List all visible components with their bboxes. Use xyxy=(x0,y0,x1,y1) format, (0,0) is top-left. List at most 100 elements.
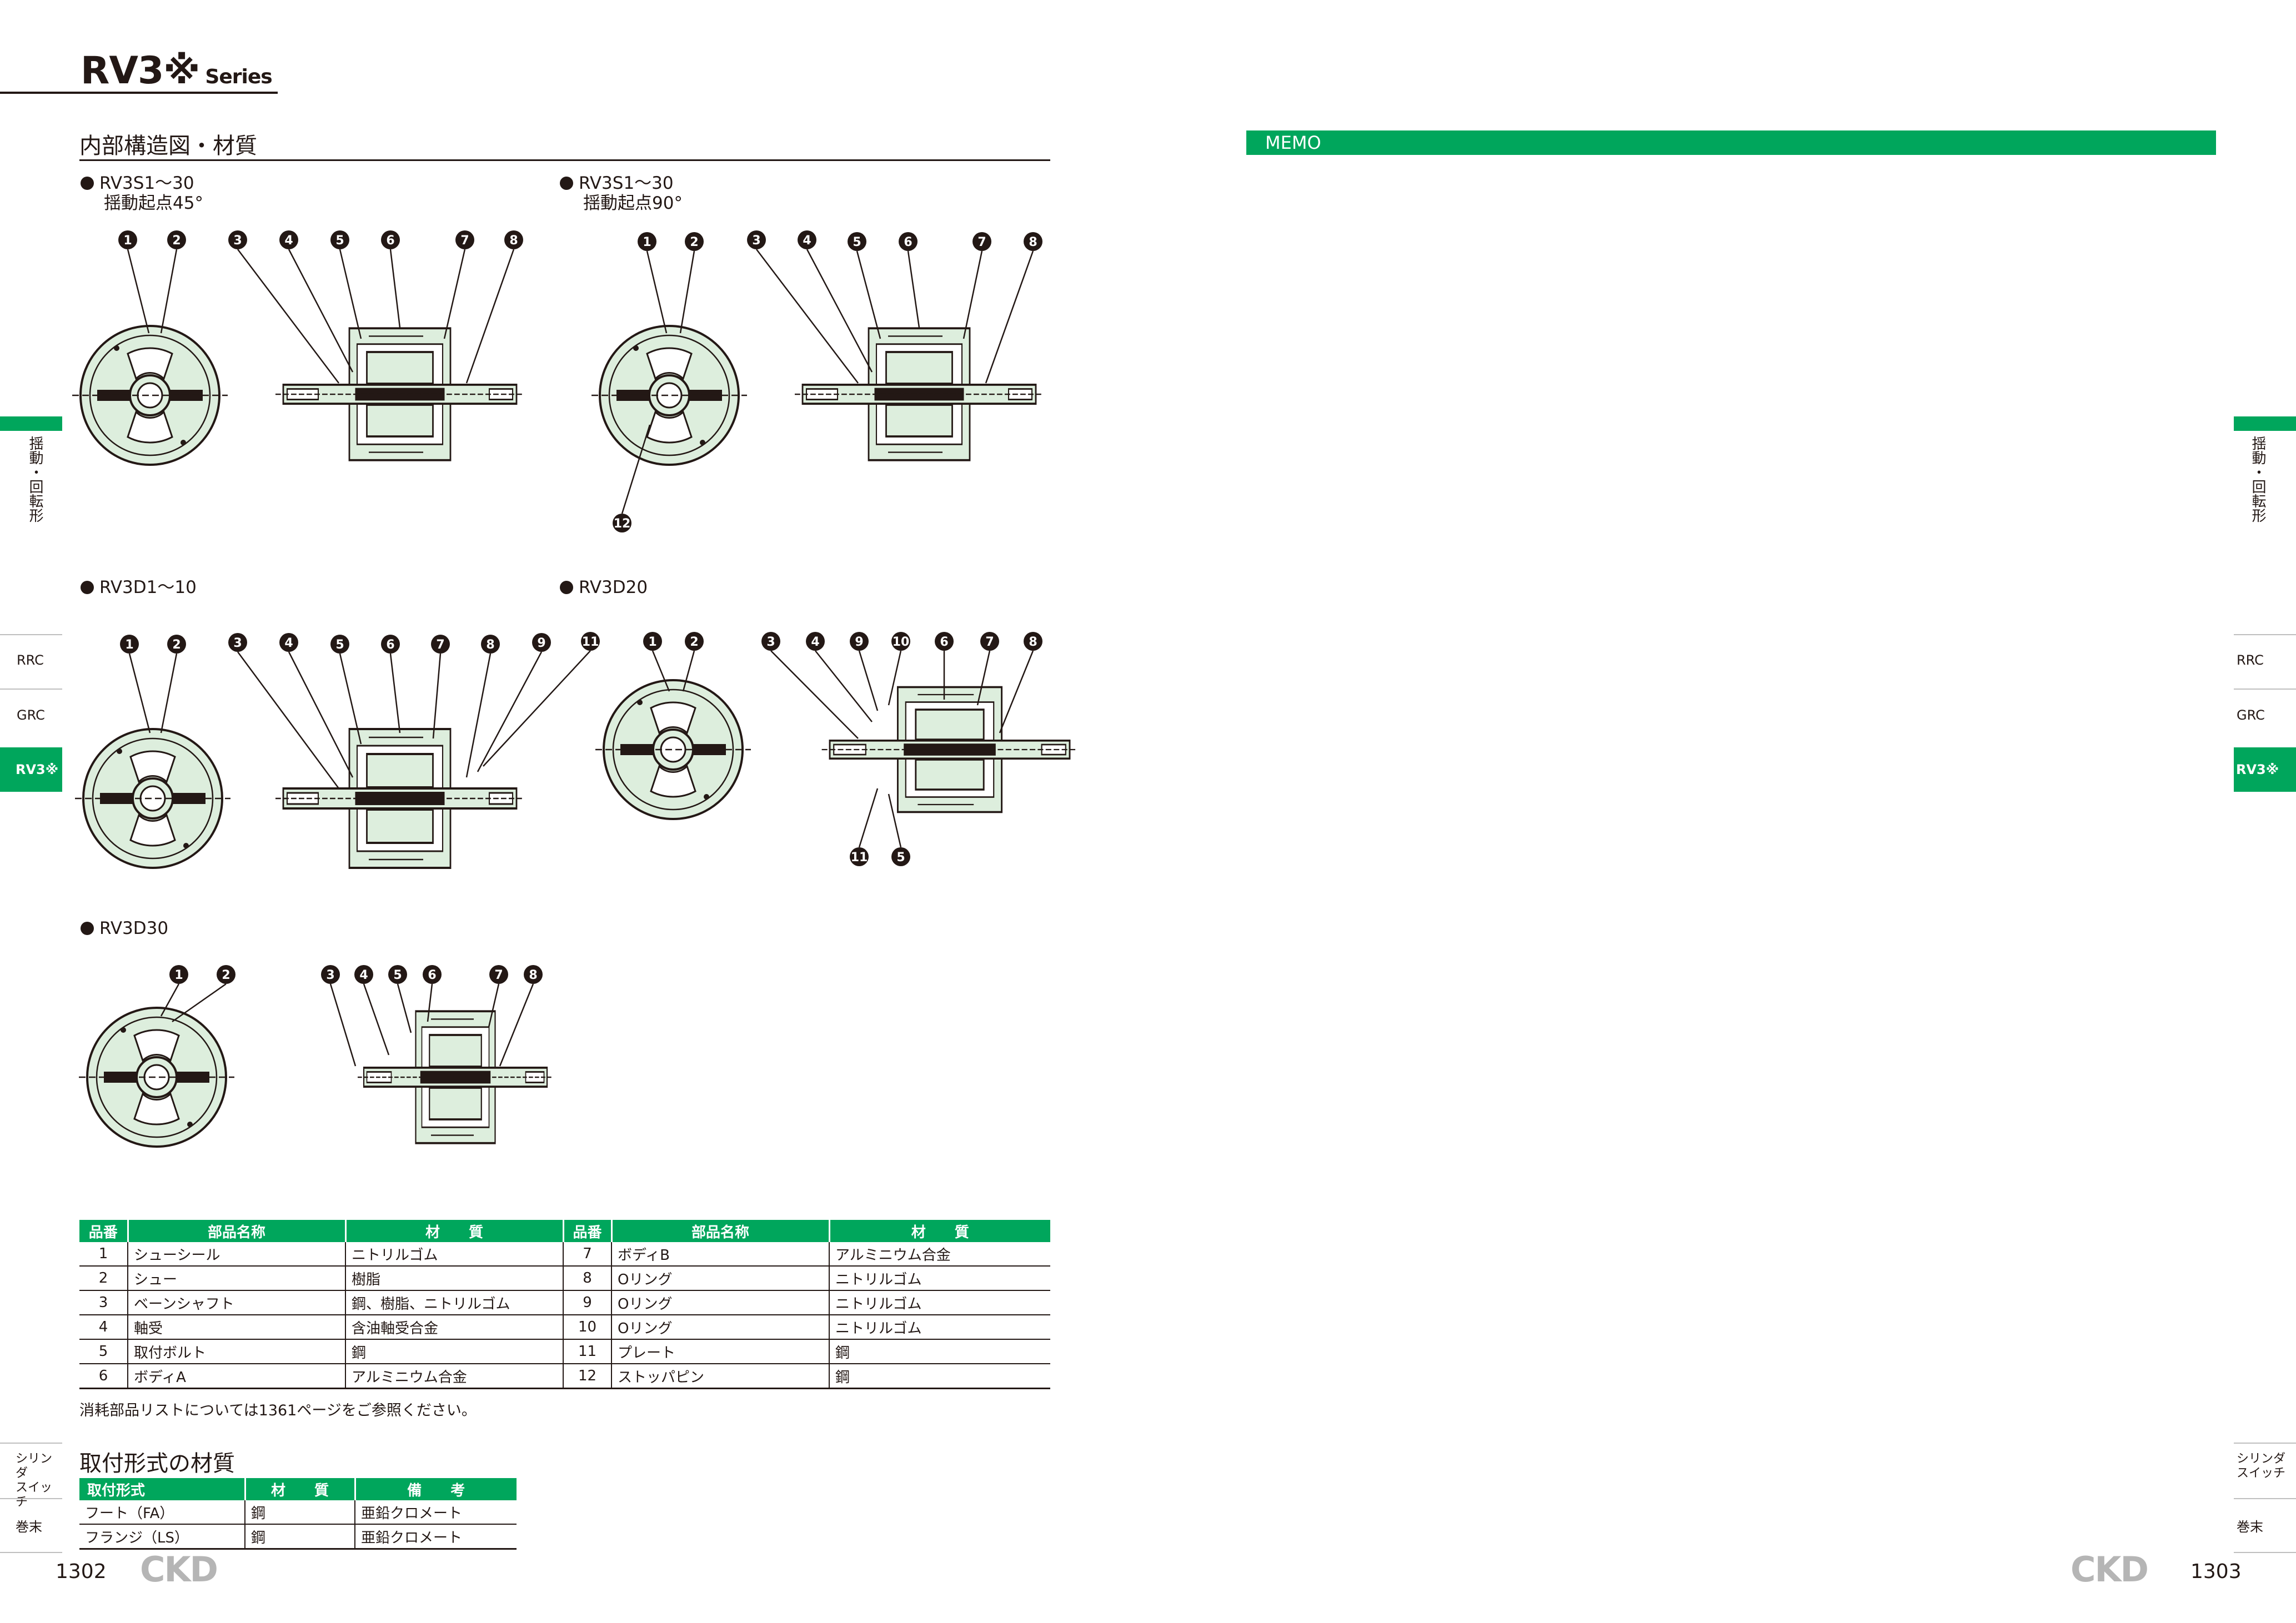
section-title-structure: 内部構造図・材質 xyxy=(79,133,257,159)
sidebar-item-cylinder-switch-right[interactable]: シリンダ スイッチ xyxy=(2237,1452,2286,1480)
page-number-left: 1302 xyxy=(56,1560,107,1583)
col-header-remarks: 備 考 xyxy=(355,1478,517,1500)
sidebar-item-rrc-right[interactable]: RRC xyxy=(2237,652,2264,668)
col-header-material: 材 質 xyxy=(829,1220,1050,1242)
svg-text:4: 4 xyxy=(284,234,293,248)
svg-text:1: 1 xyxy=(125,638,133,652)
svg-text:2: 2 xyxy=(172,638,181,652)
diagram-rv3d30: 1 2 3 4 5 6 7 8 xyxy=(78,965,554,1148)
divider xyxy=(0,689,62,690)
sidebar-category-label-right: 揺動・回転形 xyxy=(2249,436,2266,522)
diagram-label-rv3d20: RV3D20 xyxy=(560,577,648,597)
col-header-num: 品番 xyxy=(563,1220,613,1242)
svg-text:4: 4 xyxy=(359,968,368,982)
divider xyxy=(0,1552,62,1553)
col-header-name: 部品名称 xyxy=(128,1220,347,1242)
svg-text:3: 3 xyxy=(233,234,242,248)
parts-note: 消耗部品リストについては1361ページをご参照ください。 xyxy=(79,1402,477,1419)
svg-text:7: 7 xyxy=(494,968,503,982)
svg-text:1: 1 xyxy=(174,968,183,982)
title-underline xyxy=(0,92,278,94)
diagram-rv3s-45: 1 2 3 4 5 6 7 8 xyxy=(71,230,525,466)
svg-text:5: 5 xyxy=(853,235,861,249)
svg-text:3: 3 xyxy=(766,635,775,649)
bullet-icon xyxy=(81,581,94,594)
svg-text:2: 2 xyxy=(222,968,230,982)
sidebar-item-cylinder-switch[interactable]: シリンダ スイッチ xyxy=(16,1452,53,1509)
sidebar-item-appendix-right[interactable]: 巻末 xyxy=(2237,1519,2263,1535)
svg-text:6: 6 xyxy=(940,635,948,649)
divider xyxy=(2234,1552,2296,1553)
table-row: フランジ（LS）鋼亜鉛クロメート xyxy=(79,1524,517,1550)
col-header-material: 材 質 xyxy=(345,1220,564,1242)
diagram-label-rv3s-45: RV3S1～30 揺動起点45° xyxy=(81,173,203,213)
svg-text:6: 6 xyxy=(904,235,912,249)
bullet-icon xyxy=(560,581,573,594)
svg-text:7: 7 xyxy=(460,234,469,248)
svg-text:7: 7 xyxy=(436,638,444,652)
sidebar-item-rrc[interactable]: RRC xyxy=(17,652,44,668)
svg-text:8: 8 xyxy=(1029,635,1037,649)
diagram-rv3s-90: 1 2 3 4 5 6 7 8 12 xyxy=(590,230,1045,532)
svg-text:8: 8 xyxy=(486,638,494,652)
svg-text:11: 11 xyxy=(851,851,868,865)
series-main: RV3※ xyxy=(81,49,200,93)
svg-text:11: 11 xyxy=(582,635,599,649)
svg-text:5: 5 xyxy=(393,968,402,982)
svg-text:8: 8 xyxy=(529,968,537,982)
memo-bar: MEMO xyxy=(1246,130,2216,155)
diagram-rv3d1-10: 1 2 3 4 5 6 7 8 9 11 xyxy=(74,632,600,869)
col-header-name: 部品名称 xyxy=(611,1220,830,1242)
divider xyxy=(2234,1498,2296,1499)
series-sub: Series xyxy=(205,66,272,88)
diagram-label-rv3d30: RV3D30 xyxy=(81,918,168,938)
divider xyxy=(2234,1443,2296,1444)
divider xyxy=(0,1498,62,1499)
page-number-right: 1303 xyxy=(2190,1560,2242,1583)
svg-text:1: 1 xyxy=(123,234,132,248)
svg-text:5: 5 xyxy=(335,638,344,652)
sidebar-category-label: 揺動・回転形 xyxy=(27,436,43,522)
svg-text:4: 4 xyxy=(284,636,293,650)
brand-logo: CKD xyxy=(140,1549,218,1590)
svg-text:6: 6 xyxy=(386,638,394,652)
svg-text:3: 3 xyxy=(326,968,334,982)
svg-text:7: 7 xyxy=(977,235,986,249)
bullet-icon xyxy=(81,177,94,190)
divider xyxy=(2234,689,2296,690)
sidebar-category-bar xyxy=(0,416,62,431)
svg-text:12: 12 xyxy=(614,517,631,531)
table-row: フート（FA）鋼亜鉛クロメート xyxy=(79,1500,517,1525)
sidebar-item-rv3-right[interactable]: RV3※ xyxy=(2234,747,2296,792)
sidebar-item-appendix[interactable]: 巻末 xyxy=(16,1519,42,1535)
svg-text:2: 2 xyxy=(690,235,698,249)
svg-text:6: 6 xyxy=(386,234,394,248)
structure-diagrams: 1 2 3 4 5 6 7 8 1 2 3 4 5 6 7 8 12 1 2 3… xyxy=(71,230,1079,1148)
diagram-label-rv3d1-10: RV3D1～10 xyxy=(81,577,197,597)
svg-text:8: 8 xyxy=(1029,235,1037,249)
divider xyxy=(2234,634,2296,635)
diagram-rv3d20: 1 2 3 4 9 10 6 7 8 11 5 xyxy=(594,632,1079,866)
svg-text:1: 1 xyxy=(648,635,656,649)
svg-text:9: 9 xyxy=(537,636,545,650)
section-title-mount: 取付形式の材質 xyxy=(79,1451,235,1476)
sidebar-item-grc[interactable]: GRC xyxy=(17,707,45,723)
svg-text:4: 4 xyxy=(811,635,819,649)
svg-text:9: 9 xyxy=(855,635,863,649)
svg-text:3: 3 xyxy=(233,636,242,650)
svg-text:8: 8 xyxy=(509,234,518,248)
svg-text:2: 2 xyxy=(690,635,698,649)
divider xyxy=(0,634,62,635)
col-header-mount: 取付形式 xyxy=(79,1478,246,1500)
sidebar-item-rv3[interactable]: RV3※ xyxy=(0,747,62,792)
svg-text:7: 7 xyxy=(985,635,994,649)
svg-text:5: 5 xyxy=(335,234,344,248)
sidebar-item-grc-right[interactable]: GRC xyxy=(2237,707,2265,723)
mount-table: 取付形式 材 質 備 考 フート（FA）鋼亜鉛クロメート フランジ（LS）鋼亜鉛… xyxy=(79,1478,517,1550)
col-header-num: 品番 xyxy=(79,1220,129,1242)
